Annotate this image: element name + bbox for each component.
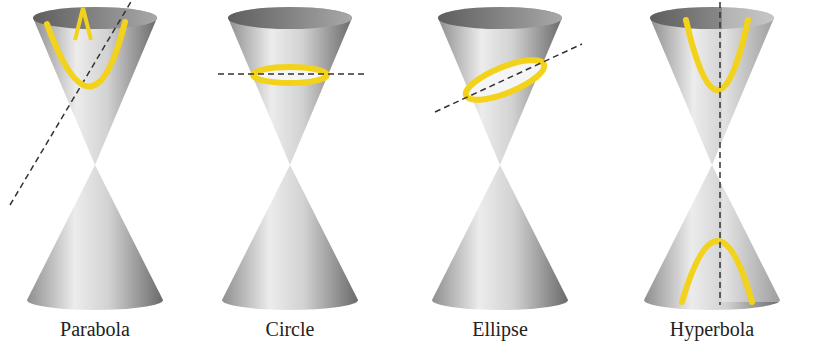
section-label: Circle [266,318,315,341]
arrow-mark [75,8,91,40]
cutting-plane-shade [722,2,782,302]
cutting-plane [218,73,368,75]
circle-cone [218,7,368,310]
hyperbola-branch [686,20,748,90]
section-label: Parabola [60,318,130,341]
cutting-plane [10,0,135,205]
cone-opening [438,7,562,29]
cutting-plane [719,2,721,305]
cone-opening [228,7,352,29]
hyperbola-branch [682,241,752,302]
parabola-cone [10,0,163,310]
ellipse-cone [432,7,582,310]
lower-nappe [222,165,358,310]
ellipse-curve [461,52,549,108]
cutting-plane [435,44,582,112]
lower-nappe [432,165,568,310]
section-label: Ellipse [472,318,528,341]
circle-curve [253,67,327,83]
section-label: Hyperbola [670,318,754,341]
upper-nappe [33,7,157,165]
upper-nappe [438,7,562,165]
hyperbola-cone [644,2,782,310]
lower-nappe [27,165,163,310]
parabola-curve [47,22,125,87]
upper-nappe [228,7,352,165]
cone-opening [33,7,157,29]
